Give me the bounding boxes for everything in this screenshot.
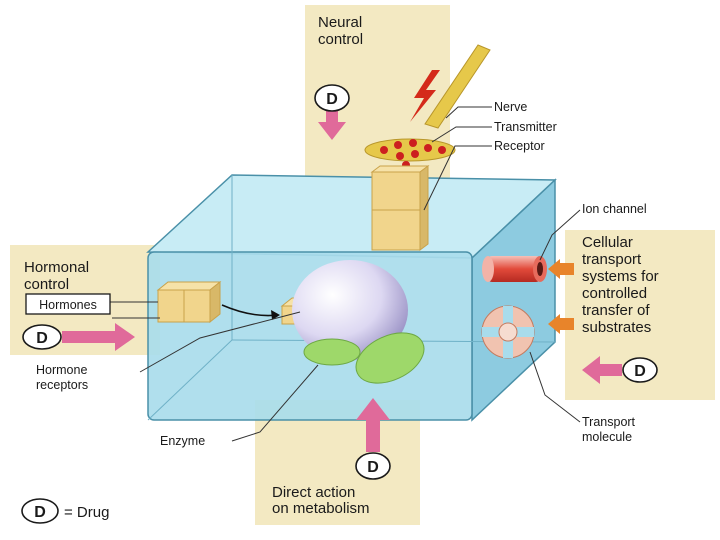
enzyme-blob-2 [355,332,425,384]
drug-symbol-transport: D [622,357,658,383]
enzyme-label: Enzyme [160,434,205,448]
nerve-fiber [424,44,491,129]
metabolism-panel [255,400,420,525]
svg-text:D: D [34,504,46,521]
hormone-receptor-block [156,280,222,324]
cellular-transport-label: Cellular transport systems for controlle… [582,234,663,336]
hormones-box [25,293,111,315]
drug-symbol-neural: D [314,84,350,112]
svg-text:D: D [326,91,338,108]
drug-symbol-legend: D [21,498,59,524]
hormonal-control-label: Hormonal control [24,259,93,293]
hormone-receptors-label: Hormone receptors [36,363,91,392]
lightning-icon [410,70,440,122]
transmitter-label: Transmitter [494,120,557,134]
nucleus [292,260,408,360]
direct-action-label: Direct action on metabolism [272,484,370,517]
ion-channel-label: Ion channel [582,202,647,216]
drug-arrow-neural [318,108,346,140]
drug-legend-label: = Drug [64,504,109,521]
neural-control-label: Neural control [318,14,366,48]
hormones-label: Hormones [39,298,97,312]
drug-arrow-metabolism [356,398,390,452]
ion-channel [482,256,547,282]
leader-lines [110,106,581,442]
neural-receptor-block [370,165,430,251]
drug-symbol-hormonal: D [22,324,62,350]
substrate-arrow-1 [548,259,574,279]
drug-arrow-hormonal [62,323,135,351]
svg-text:D: D [367,459,379,476]
svg-text:D: D [634,363,646,380]
enzyme-blob-1 [303,338,361,366]
nerve-terminal [364,138,456,162]
receptor-label: Receptor [494,139,545,153]
svg-text:D: D [36,330,48,347]
drug-symbol-metabolism: D [355,452,391,480]
drug-arrow-transport [582,356,622,384]
substrate-arrow-2 [548,314,574,334]
transport-molecule [481,305,535,359]
transport-molecule-label: Transport molecule [582,415,639,444]
nerve-label: Nerve [494,100,527,114]
